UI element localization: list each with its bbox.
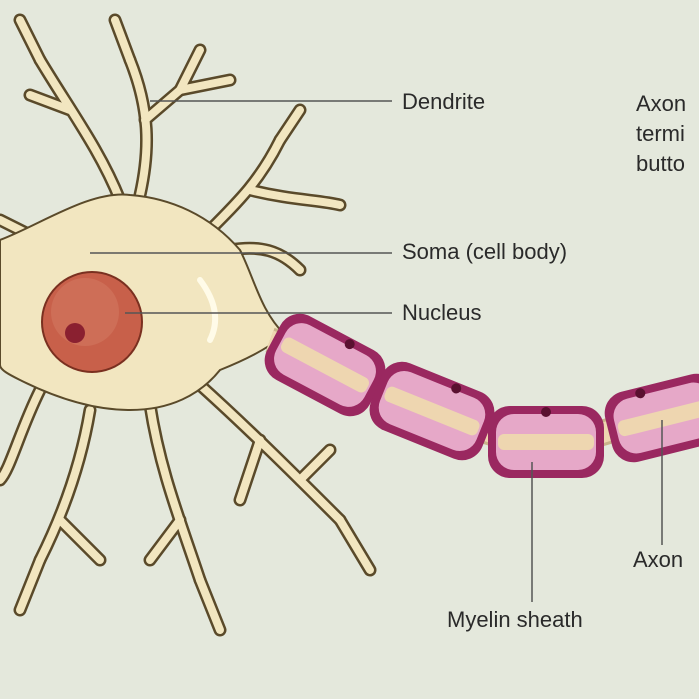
myelin-segment-1 bbox=[264, 313, 386, 417]
soma-highlight bbox=[197, 277, 219, 343]
label-soma: Soma (cell body) bbox=[402, 239, 568, 264]
label-axon: Axon bbox=[633, 547, 684, 572]
leader-lines bbox=[90, 100, 663, 602]
myelin-segment-4 bbox=[604, 373, 699, 463]
label-myelin-sheath: Myelin sheath bbox=[447, 607, 583, 632]
nucleus-highlight bbox=[51, 278, 119, 346]
myelin-segment-2 bbox=[369, 361, 495, 461]
soma-body bbox=[0, 193, 287, 412]
label-axon-terminal-2: termi bbox=[636, 121, 685, 146]
myelin-segment-3 bbox=[488, 406, 604, 478]
nucleolus-shape bbox=[65, 323, 85, 343]
label-dendrite: Dendrite bbox=[402, 89, 486, 114]
label-nucleus: Nucleus bbox=[402, 300, 482, 325]
label-axon-terminal-1: Axon bbox=[636, 91, 687, 116]
label-axon-terminal-3: butto bbox=[636, 151, 685, 176]
myelin-segments bbox=[264, 313, 699, 478]
